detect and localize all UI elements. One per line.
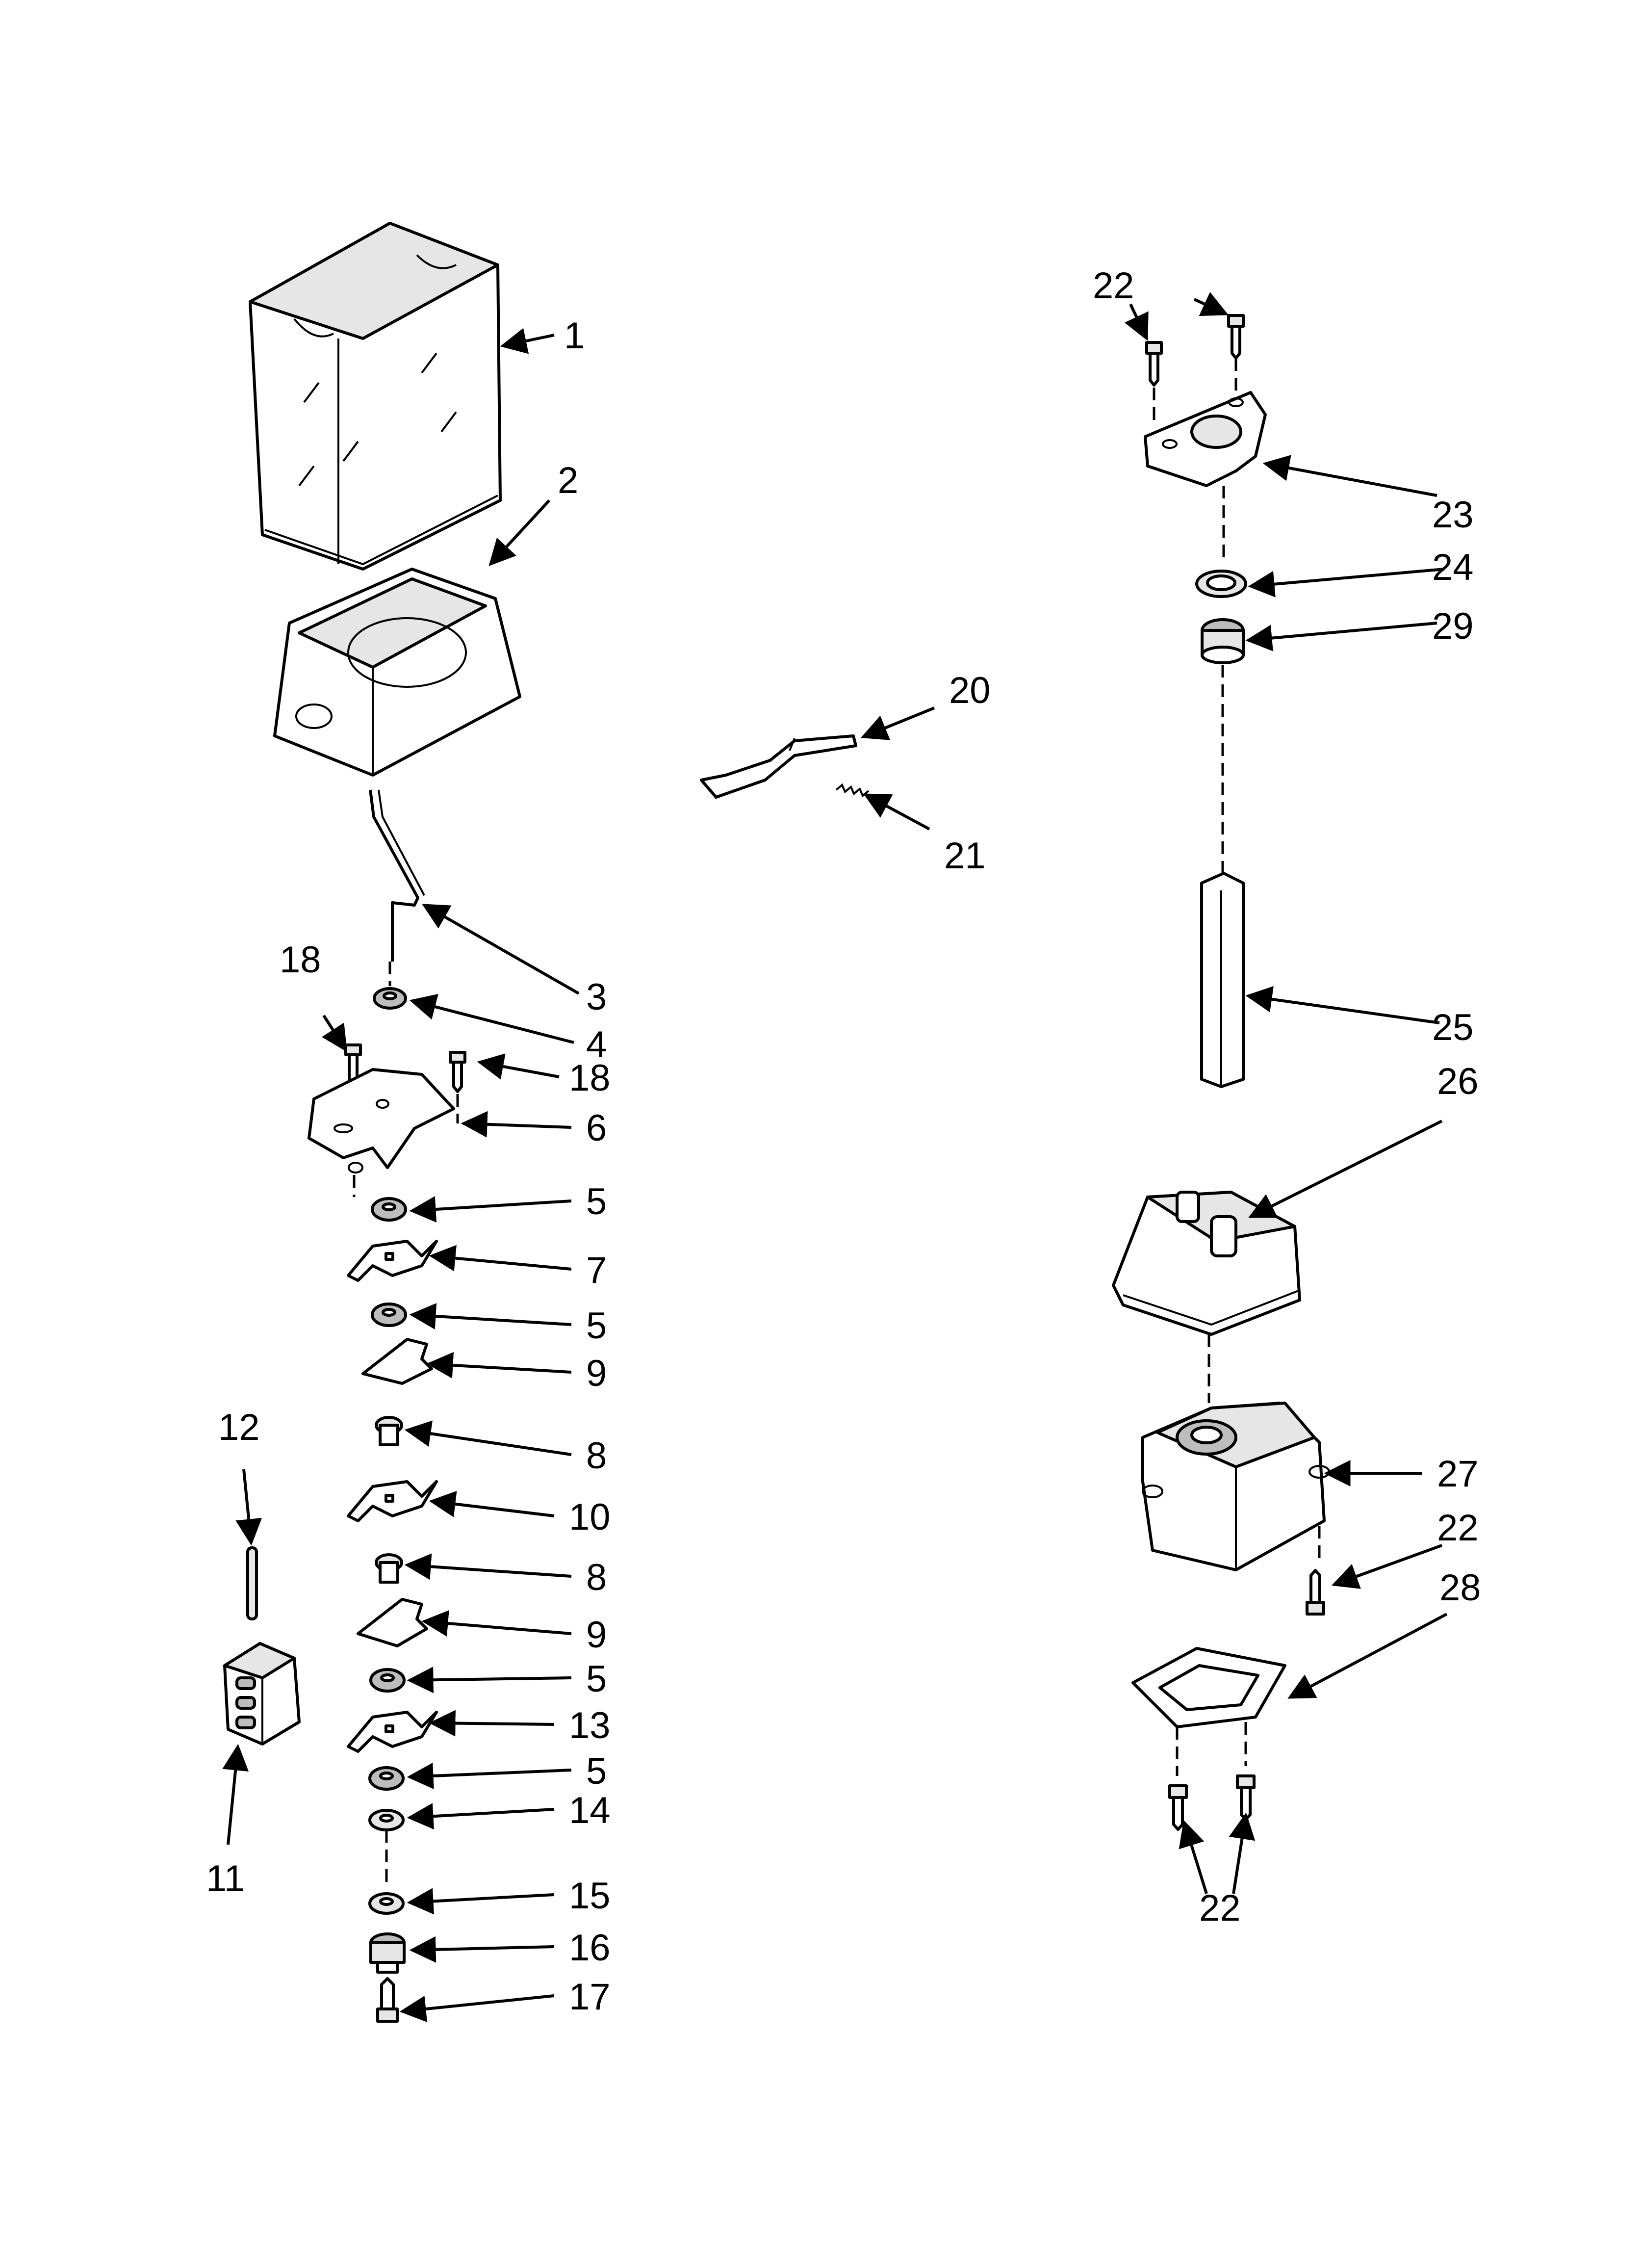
callout-14: 14 xyxy=(569,1790,611,1831)
callout-2: 2 xyxy=(558,460,578,501)
screw-part-17 xyxy=(376,1977,399,2023)
actuator-arm-part-20 xyxy=(700,734,857,799)
screw-part-22-top-left xyxy=(1145,341,1163,387)
washer-part-5a xyxy=(371,1197,407,1222)
callout-24: 24 xyxy=(1432,547,1474,588)
callout-9-b: 9 xyxy=(586,1614,607,1656)
callout-27: 27 xyxy=(1437,1453,1479,1495)
mounting-plate-part-23 xyxy=(1144,391,1267,487)
nut-part-16 xyxy=(369,1932,406,1974)
callout-6: 6 xyxy=(586,1107,607,1149)
ice-bin-housing-part xyxy=(273,568,521,777)
callout-1: 1 xyxy=(564,315,585,357)
callout-10: 10 xyxy=(569,1496,611,1538)
callout-5-a: 5 xyxy=(586,1181,607,1223)
gasket-frame-part-28 xyxy=(1131,1647,1286,1728)
motor-part-27 xyxy=(1141,1402,1330,1571)
screw-part-22-top-right xyxy=(1227,314,1245,360)
callout-labels: 1 2 3 4 18 18 6 5 7 5 9 8 10 8 9 5 13 5 … xyxy=(206,265,1481,2018)
bushing-part-8b xyxy=(375,1553,403,1584)
screw-part-22-middle xyxy=(1306,1569,1325,1616)
callout-16: 16 xyxy=(569,1927,611,1969)
callout-23: 23 xyxy=(1432,494,1474,536)
bearing-part-29 xyxy=(1201,618,1245,664)
blade-part-10 xyxy=(347,1480,438,1522)
callout-8-b: 8 xyxy=(586,1557,607,1598)
callout-5-d: 5 xyxy=(586,1750,607,1792)
ice-bucket-liner-part xyxy=(249,222,502,571)
callout-28: 28 xyxy=(1439,1567,1481,1609)
callout-13: 13 xyxy=(569,1705,611,1747)
callout-25: 25 xyxy=(1432,1007,1474,1048)
callout-26: 26 xyxy=(1437,1061,1479,1102)
bent-rod-part xyxy=(369,789,425,962)
callout-7: 7 xyxy=(586,1250,607,1291)
seal-ring-part-24 xyxy=(1195,570,1247,598)
callout-21: 21 xyxy=(944,835,986,877)
callout-4: 4 xyxy=(586,1024,607,1066)
motor-cover-part-26 xyxy=(1112,1191,1301,1336)
callout-3: 3 xyxy=(586,976,607,1018)
washer-part-5d xyxy=(368,1766,405,1791)
callout-9-a: 9 xyxy=(586,1353,607,1394)
spring-part-21 xyxy=(835,783,870,798)
callout-15: 15 xyxy=(569,1875,611,1917)
washer-part-5b xyxy=(371,1303,407,1327)
blade-part-7 xyxy=(347,1240,438,1282)
pin-part-12 xyxy=(246,1546,258,1620)
hex-shaft-part-25 xyxy=(1200,872,1245,1088)
washer-part-4 xyxy=(373,987,407,1010)
blade-part-13 xyxy=(347,1711,438,1753)
screw-part-18-right xyxy=(449,1051,466,1093)
block-part-11 xyxy=(223,1642,301,1746)
callout-29: 29 xyxy=(1432,605,1474,647)
callout-22-bottom: 22 xyxy=(1199,1887,1241,1929)
bracket-plate-part-6 xyxy=(308,1068,455,1173)
callout-8-a: 8 xyxy=(586,1435,607,1477)
callout-18-left: 18 xyxy=(280,939,321,981)
callout-5-b: 5 xyxy=(586,1305,607,1347)
callout-20: 20 xyxy=(949,670,991,711)
callout-5-c: 5 xyxy=(586,1658,607,1700)
washer-part-14 xyxy=(368,1809,405,1831)
callout-17: 17 xyxy=(569,1976,611,2018)
callout-22-middle: 22 xyxy=(1437,1507,1479,1549)
callout-18-right: 18 xyxy=(569,1057,611,1099)
callout-12: 12 xyxy=(218,1407,260,1448)
cutter-blade-part-9a xyxy=(361,1338,433,1385)
callout-22-top: 22 xyxy=(1093,265,1134,307)
cutter-blade-part-9b xyxy=(357,1598,428,1647)
washer-part-15 xyxy=(368,1892,405,1915)
screw-part-22-bottom-right xyxy=(1236,1774,1256,1821)
callout-11: 11 xyxy=(206,1858,245,1900)
washer-part-5c xyxy=(369,1668,406,1693)
leader-lines xyxy=(222,292,1448,2022)
bushing-part-8a xyxy=(375,1416,403,1446)
